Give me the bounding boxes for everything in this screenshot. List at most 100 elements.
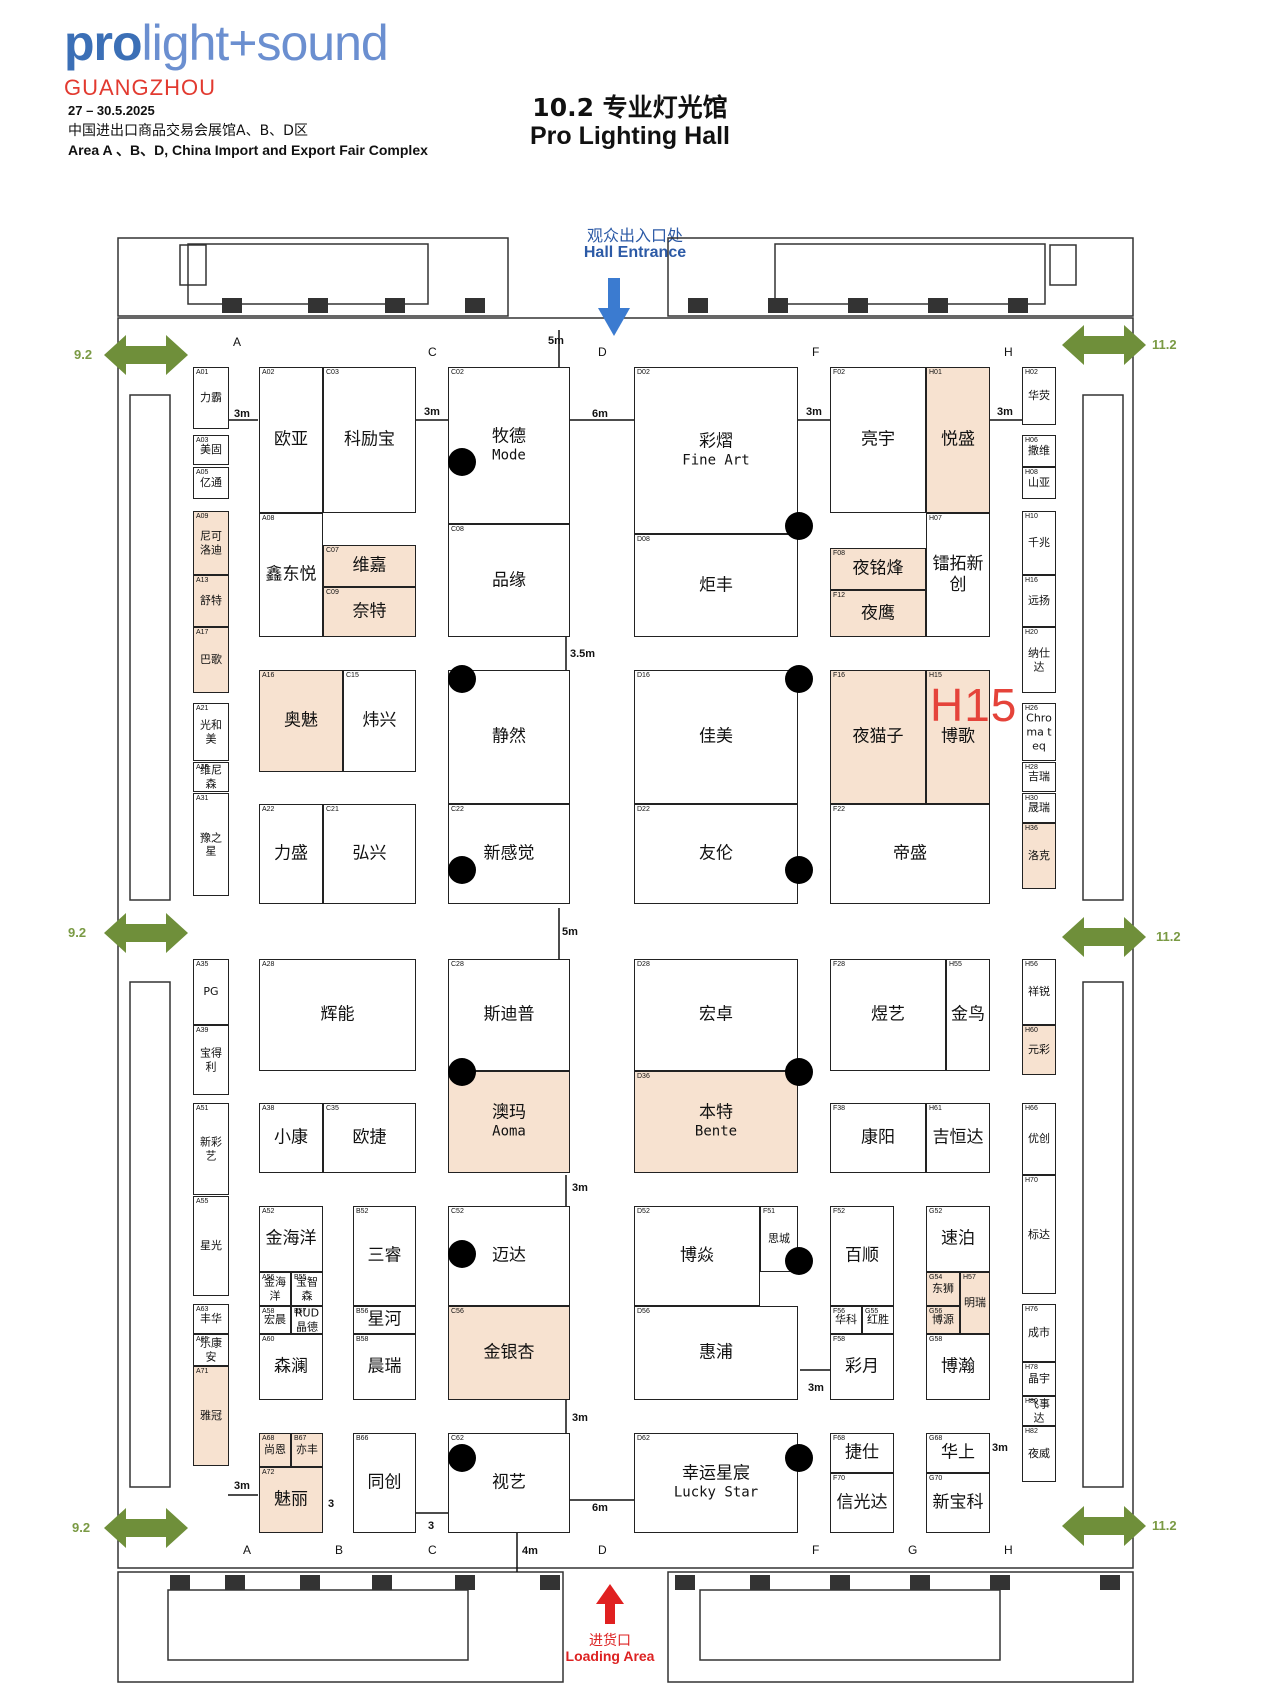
booth-c36[interactable]: C36澳玛Aoma [448,1071,570,1173]
